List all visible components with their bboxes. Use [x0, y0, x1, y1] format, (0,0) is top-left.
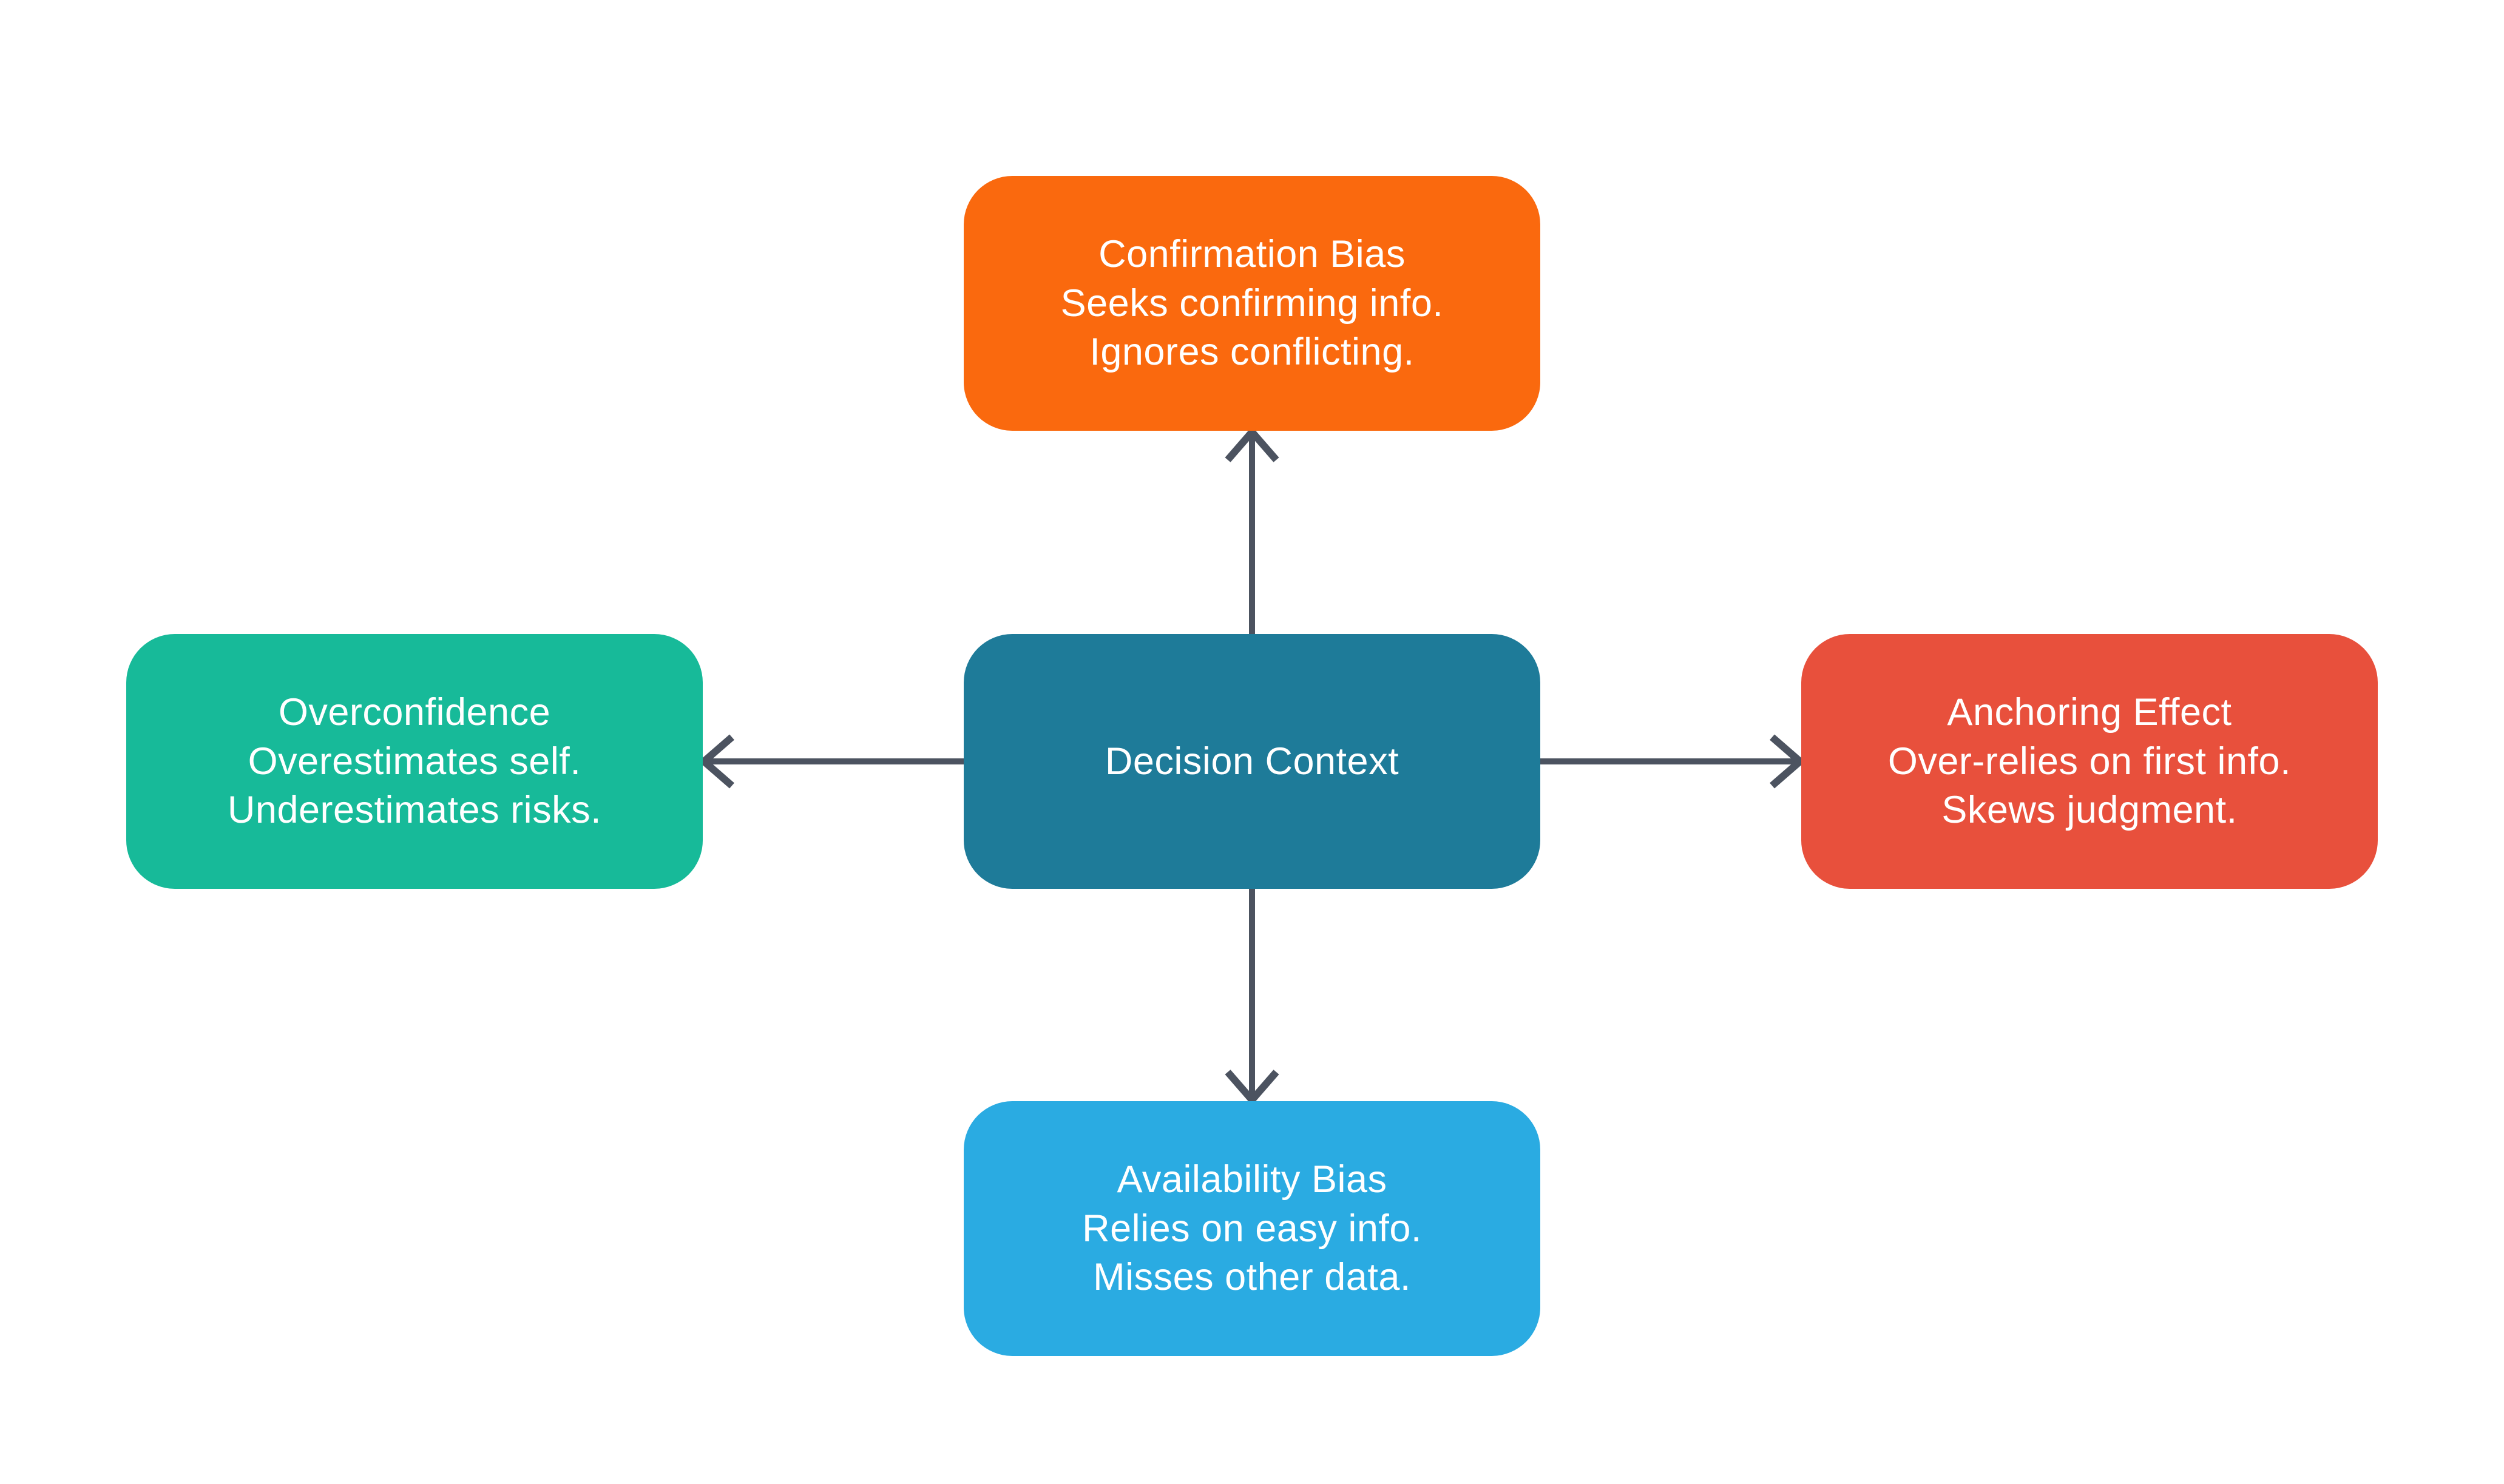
node-line: Underestimates risks. [227, 789, 602, 832]
node-availability-bias: Availability Bias Relies on easy info. M… [964, 1101, 1540, 1356]
node-anchoring-effect-text: Anchoring Effect Over-relies on first in… [1888, 688, 2291, 835]
node-line: Overestimates self. [248, 740, 581, 783]
node-line: Over-relies on first info. [1887, 740, 2292, 783]
arrow-center-to-top [1225, 426, 1279, 634]
node-line: Ignores conflicting. [1089, 331, 1415, 374]
arrow-center-to-bottom [1225, 889, 1279, 1106]
node-line: Seeks confirming info. [1060, 282, 1444, 325]
node-line: Relies on easy info. [1082, 1207, 1422, 1250]
node-confirmation-bias: Confirmation Bias Seeks confirming info.… [964, 176, 1540, 431]
node-title: Decision Context [1105, 740, 1399, 783]
arrow-center-to-left [698, 734, 964, 789]
node-title: Confirmation Bias [1098, 233, 1406, 276]
node-decision-context: Decision Context [964, 634, 1540, 889]
node-line: Skews judgment. [1941, 789, 2238, 832]
node-decision-context-text: Decision Context [1105, 737, 1399, 786]
node-overconfidence-text: Overconfidence Overestimates self. Under… [228, 688, 601, 835]
node-anchoring-effect: Anchoring Effect Over-relies on first in… [1801, 634, 2378, 889]
node-line: Misses other data. [1093, 1256, 1411, 1299]
node-title: Anchoring Effect [1947, 691, 2232, 734]
node-overconfidence: Overconfidence Overestimates self. Under… [126, 634, 703, 889]
node-title: Overconfidence [278, 691, 551, 734]
node-title: Availability Bias [1117, 1158, 1387, 1201]
arrow-center-to-right [1540, 734, 1806, 789]
node-confirmation-bias-text: Confirmation Bias Seeks confirming info.… [1061, 230, 1444, 377]
node-availability-bias-text: Availability Bias Relies on easy info. M… [1082, 1155, 1422, 1302]
